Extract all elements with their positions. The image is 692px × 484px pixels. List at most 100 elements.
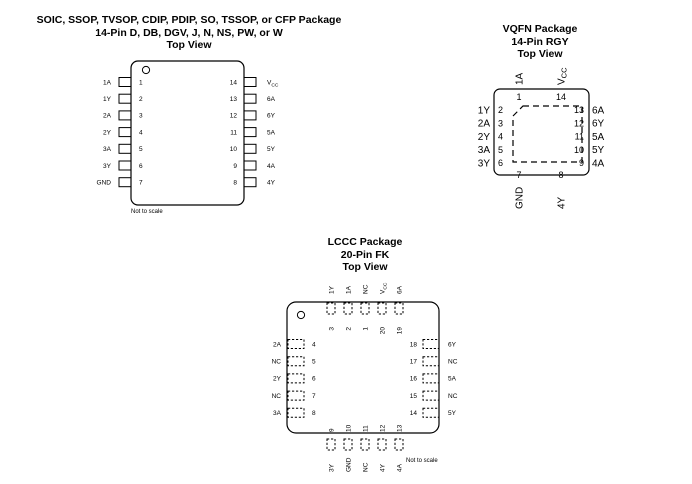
lccc-title-line-2: 20-Pin FK <box>340 248 390 261</box>
soic-pin-6-lead <box>118 160 132 171</box>
lccc-pin-11-name: NC <box>363 462 370 472</box>
soic-pin-8-name: 4Y <box>267 180 276 187</box>
soic-pin-10-name: 5Y <box>267 146 276 153</box>
soic-pin-4-lead <box>118 127 132 138</box>
soic-pin-12-name: 6Y <box>267 113 276 120</box>
soic-pin-13-lead <box>243 93 257 104</box>
lccc-pin-18-pad <box>422 339 440 349</box>
lccc-title-line-3: Top View <box>342 261 388 273</box>
vqfn-pin-5-number: 5 <box>498 145 503 155</box>
lccc-pin-6-name: 2Y <box>273 376 282 383</box>
soic-pin-2-lead <box>118 93 132 104</box>
vqfn-pin-9-name: 4A <box>592 158 605 169</box>
soic-pin-14-name-subscript: CC <box>271 82 279 88</box>
lccc-pin-4-name: 2A <box>273 341 282 348</box>
vqfn-pin-6-number: 6 <box>498 158 503 168</box>
lccc-pin-13-name: 4A <box>397 463 404 472</box>
lccc-pin-18-number: 18 <box>410 341 418 348</box>
lccc-pin-20-name: VCC <box>380 282 389 294</box>
soic-pin-11-number: 11 <box>230 129 237 136</box>
lccc-pin-19-name: 6A <box>397 285 404 294</box>
vqfn-pin-7-number: 7 <box>516 170 521 180</box>
lccc-pin-13-number: 13 <box>397 424 404 432</box>
soic-pin-12-lead <box>243 110 257 121</box>
lccc-pin-14-pad <box>422 407 440 418</box>
lccc-pin-17-pad <box>422 356 440 367</box>
vqfn-pin-9-number: 9 <box>579 158 584 168</box>
soic-pin-14-name: VCC <box>267 79 279 88</box>
lccc-pin-1-pad <box>360 302 370 315</box>
lccc-pin-15-name: NC <box>448 393 458 400</box>
lccc-pin-4-pad <box>287 339 305 349</box>
vqfn-pin-14-name: VCC <box>557 67 569 85</box>
soic-pin-5-lead <box>118 143 132 154</box>
lccc-package-body <box>286 301 440 434</box>
lccc-pin-16-pad <box>422 373 440 384</box>
soic-title-line-1: SOIC, SSOP, TVSOP, CDIP, PDIP, SO, TSSOP… <box>36 14 342 26</box>
vqfn-pin-12-name: 6Y <box>592 119 605 130</box>
lccc-pin-8-name: 3A <box>273 410 282 417</box>
vqfn-title: VQFN Package 14-Pin RGY Top View <box>470 23 610 61</box>
lccc-pin-19-pad <box>394 302 404 315</box>
lccc-pin-6-number: 6 <box>312 376 316 383</box>
lccc-pin-12-name: 4Y <box>380 463 387 472</box>
lccc-pin-1-name: NC <box>363 284 370 294</box>
lccc-not-to-scale-note: Not to scale <box>406 458 438 464</box>
lccc-title: LCCC Package 20-Pin FK Top View <box>295 236 435 274</box>
soic-pin-8-lead <box>243 177 257 188</box>
soic-pin-1-name: 1A <box>103 79 112 86</box>
vqfn-pin-5-name: 3A <box>478 145 491 156</box>
vqfn-pin-8-number: 8 <box>558 170 563 180</box>
lccc-pin-13-pad <box>394 438 404 451</box>
soic-title: SOIC, SSOP, TVSOP, CDIP, PDIP, SO, TSSOP… <box>30 14 348 52</box>
lccc-pin-17-number: 17 <box>410 359 418 366</box>
pin1-indicator-dot <box>141 65 151 75</box>
soic-pin-9-number: 9 <box>233 163 237 170</box>
vqfn-title-line-3: Top View <box>517 48 563 60</box>
lccc-pin-19-number: 19 <box>397 327 404 335</box>
vqfn-pin-7-name: GND <box>515 187 526 209</box>
lccc-pin-16-number: 16 <box>410 376 418 383</box>
soic-pin-4-name: 2Y <box>103 129 112 136</box>
lccc-pin-11-number: 11 <box>363 425 370 432</box>
vqfn-pin-4-name: 2Y <box>478 132 491 143</box>
soic-pin-4-number: 4 <box>139 129 143 136</box>
lccc-pin-11-pad <box>360 438 370 451</box>
soic-pin-7-name: GND <box>97 180 112 187</box>
lccc-pin-8-pad <box>287 407 305 418</box>
lccc-pin-7-pad <box>287 390 305 401</box>
vqfn-pin-10-name: 5Y <box>592 145 605 156</box>
vqfn-pin-4-number: 4 <box>498 132 503 142</box>
lccc-pin-9-name: 3Y <box>329 463 336 472</box>
vqfn-package-body <box>493 88 590 176</box>
soic-pin-7-number: 7 <box>139 180 143 187</box>
lccc-pin-8-number: 8 <box>312 410 316 417</box>
lccc-pin-3-name: 1Y <box>329 285 336 294</box>
soic-pin-2-number: 2 <box>139 96 143 103</box>
soic-pin-14-number: 14 <box>230 79 238 86</box>
lccc-pin-20-pad <box>377 302 387 315</box>
soic-pin-8-number: 8 <box>233 180 237 187</box>
lccc-pin-7-number: 7 <box>312 393 316 400</box>
lccc-pin-10-number: 10 <box>346 424 353 432</box>
soic-pin-11-lead <box>243 127 257 138</box>
lccc-pin-10-pad <box>343 438 353 451</box>
lccc-pin-3-pad <box>326 302 336 315</box>
lccc-pin-5-number: 5 <box>312 359 316 366</box>
vqfn-pin-3-name: 2A <box>478 119 491 130</box>
soic-not-to-scale-note: Not to scale <box>131 209 163 215</box>
lccc-pin-5-name: NC <box>272 359 282 366</box>
soic-pin-10-number: 10 <box>230 146 238 153</box>
lccc-pin-9-pad <box>326 438 336 451</box>
